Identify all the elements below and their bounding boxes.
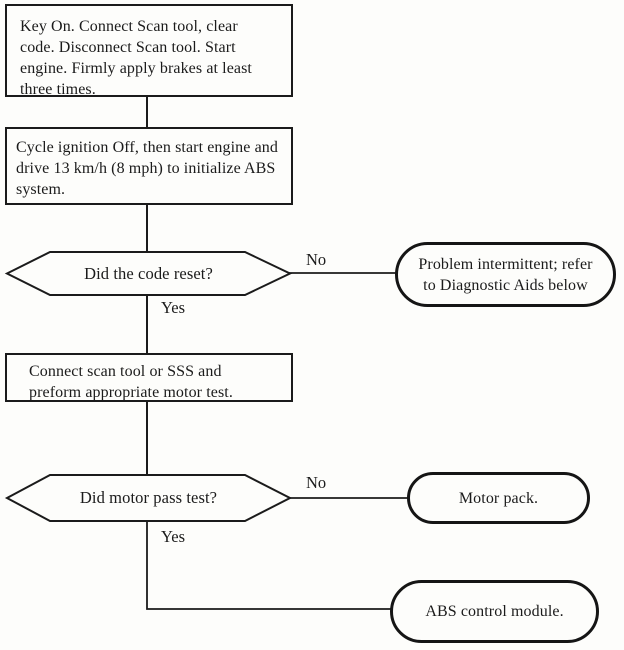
- decision-question-motor-pass: Did motor pass test?: [79, 488, 218, 507]
- terminator-abs-control-module: ABS control module.: [390, 580, 599, 643]
- terminator-motor-pack: Motor pack.: [407, 472, 590, 524]
- decision-question-code-reset: Did the code reset?: [84, 263, 213, 283]
- decision-hexagon-1: [4, 251, 293, 296]
- process-step-motor-test: Connect scan tool or SSS and preform app…: [5, 353, 293, 402]
- process-step-initialize-abs: Cycle ignition Off, then start engine an…: [5, 127, 293, 205]
- edge-label-yes-decision2: Yes: [161, 527, 186, 546]
- connector-decision2-yes-terminator3: [146, 519, 392, 610]
- terminator-problem-intermittent: Problem intermittent; refer to Diagnosti…: [395, 242, 616, 307]
- edge-label-no-decision1: No: [306, 250, 327, 269]
- decision-hexagon-2: [4, 474, 293, 522]
- process-step-clear-code: Key On. Connect Scan tool, clear code. D…: [5, 4, 293, 98]
- edge-label-yes-decision1: Yes: [161, 298, 186, 317]
- edge-label-no-decision2: No: [306, 473, 327, 492]
